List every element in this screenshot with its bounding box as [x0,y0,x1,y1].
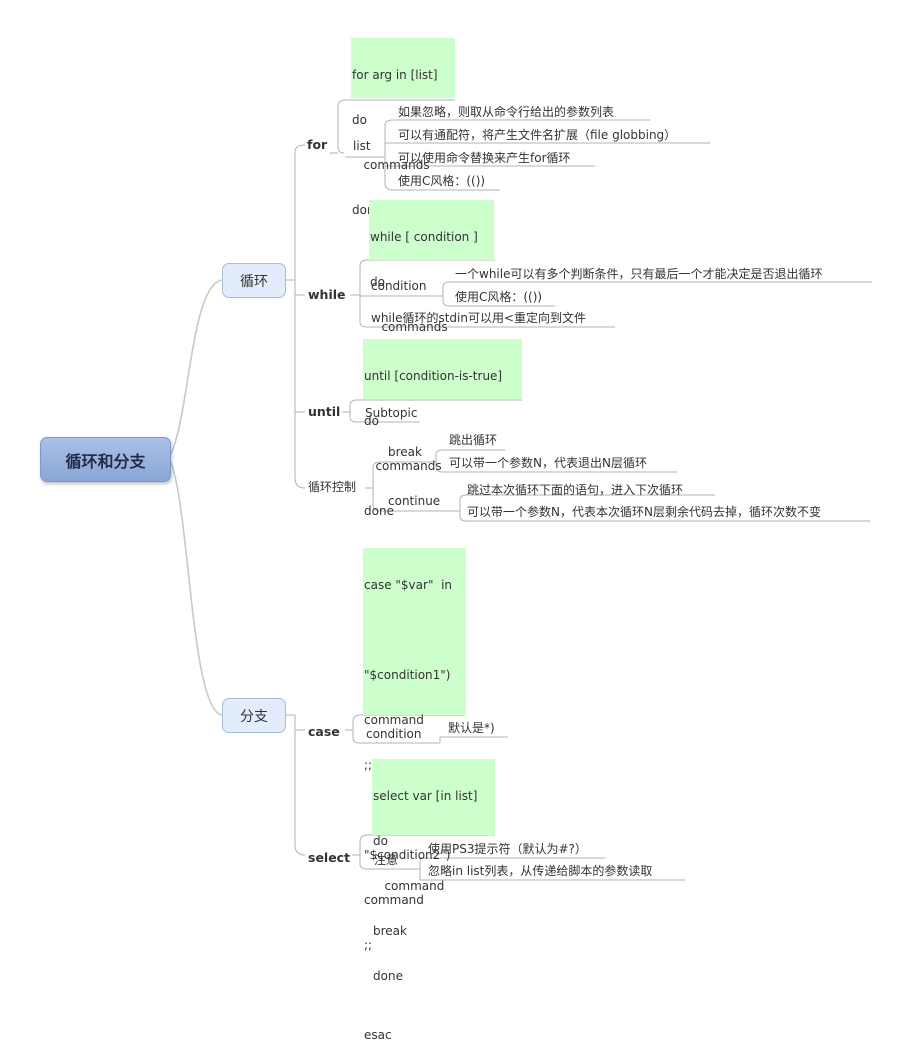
code-line [364,983,466,998]
code-line: case "$var" in [364,578,453,592]
code-line: for arg in [list] [352,68,438,82]
topic-break[interactable]: break [388,445,422,459]
break-note[interactable]: 可以带一个参数N，代表退出N层循环 [449,456,647,470]
topic-select[interactable]: select [308,850,351,865]
code-line: "$condition2") [364,848,451,862]
while-condition-note[interactable]: 使用C风格：(()) [455,290,543,304]
case-syntax-block: case "$var" in "$condition1") command ;;… [363,548,466,1042]
until-subtopic[interactable]: Subtopic [365,406,418,420]
topic-for[interactable]: for [307,137,328,152]
while-condition-note[interactable]: 一个while可以有多个判断条件，只有最后一个才能决定是否退出循环 [455,267,823,281]
select-note[interactable]: 忽略in list列表，从传递给脚本的参数读取 [428,864,653,878]
code-line: do [364,414,379,428]
code-line: break [373,924,407,938]
code-line: do [373,834,388,848]
connector-lines [168,99,872,881]
topic-loop[interactable]: 循环 [222,263,286,298]
for-list-note[interactable]: 如果忽略，则取从命令行给出的参数列表 [398,105,615,119]
select-note[interactable]: 使用PS3提示符（默认为#?） [428,842,587,856]
topic-branch[interactable]: 分支 [222,698,286,733]
code-line: ;; [364,938,373,952]
code-line: ;; [364,758,373,772]
code-line: do [370,275,385,289]
code-line: until [condition-is-true] [364,369,503,383]
code-line: command [364,713,424,727]
code-line: commands [352,158,430,172]
for-list-note[interactable]: 可以使用命令替换来产生for循环 [398,151,571,165]
code-line: while [ condition ] [370,230,478,244]
topic-select-note[interactable]: 注意 [374,853,399,867]
select-syntax-block: select var [in list] do command break do… [372,759,495,983]
topic-for-list[interactable]: list [353,139,371,153]
topic-while-condition[interactable]: condition [371,279,427,293]
case-condition-note[interactable]: 默认是*) [448,721,495,735]
code-line: commands [370,320,448,334]
topic-loop-control[interactable]: 循环控制 [308,480,357,494]
topic-until[interactable]: until [308,404,341,419]
until-syntax-block: until [condition-is-true] do commands do… [363,339,522,518]
continue-note[interactable]: 跳过本次循环下面的语句，进入下次循环 [467,483,684,497]
code-line: command [373,879,445,893]
code-line: "$condition1") [364,668,451,682]
code-line: do [352,113,367,127]
topic-case[interactable]: case [308,724,340,739]
code-line: command [364,893,424,907]
code-line: select var [in list] [373,789,478,803]
code-line: done [364,504,394,518]
code-line: commands [364,459,442,473]
topic-continue[interactable]: continue [388,494,441,508]
root-topic[interactable]: 循环和分支 [40,437,171,482]
topic-while[interactable]: while [308,287,346,302]
while-syntax-block: while [ condition ] do commands done [369,200,494,379]
continue-note[interactable]: 可以带一个参数N，代表本次循环N层剩余代码去掉，循环次数不变 [467,505,821,519]
for-syntax-block: for arg in [list] do commands done [351,38,455,217]
while-stdin-note[interactable]: while循环的stdin可以用<重定向到文件 [371,311,587,325]
topic-case-condition[interactable]: condition [366,727,422,741]
break-note[interactable]: 跳出循环 [449,433,498,447]
code-line: done [373,969,403,983]
code-line [364,623,466,638]
code-line: esac [364,1028,392,1042]
for-list-note[interactable]: 可以有通配符，将产生文件名扩展（file globbing） [398,128,677,142]
for-list-note[interactable]: 使用C风格：(()) [398,174,486,188]
